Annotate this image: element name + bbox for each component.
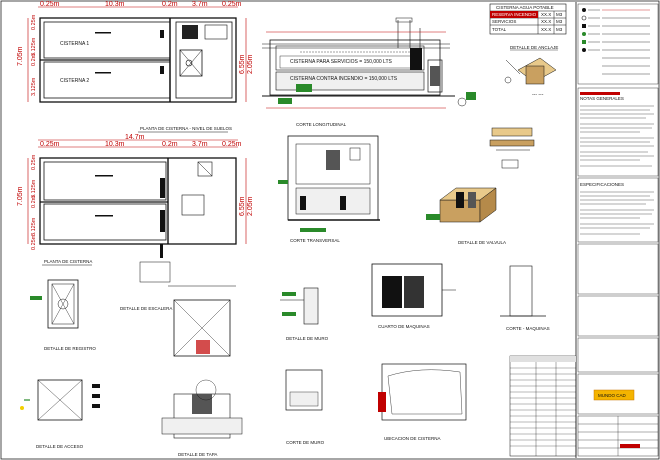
anclaje-title: DETALLE DE ANCLAJE <box>510 45 558 50</box>
section-longitudinal: CISTERNA PARA SERVICIOS = 150,000 LTS CI… <box>262 17 476 127</box>
legend-symbols <box>581 8 650 75</box>
dim-mid-left-a: 0.25m <box>31 154 37 170</box>
muro-corte-title: CORTE DE MURO <box>286 440 325 445</box>
tapa-title: DETALLE DE TAPA <box>178 452 217 457</box>
dim-mid-top-4: 3.7m <box>192 141 208 148</box>
table-row-2-value: XX.X <box>541 19 551 24</box>
notes-title: NOTAS GENERALES <box>580 96 624 101</box>
table-row-1-value: XX.X <box>541 12 551 17</box>
dim-top-1: 0.25m <box>40 1 60 8</box>
plan-mid-title: PLANTA DE CISTERNA <box>44 259 92 264</box>
table-row-1-label: RESERVA INCENDIO <box>492 12 537 17</box>
room-cisterna-2: CISTERNA 2 <box>60 78 89 84</box>
transversal-title: CORTE TRANSVERSAL <box>290 238 340 243</box>
dim-top-5: 0.25m <box>222 1 242 8</box>
dim-mid-total: 14.7m <box>125 134 145 141</box>
table-row-3-label: TOTAL <box>492 27 507 32</box>
dim-mid-right-b: 2.05m <box>247 196 254 216</box>
logo-badge <box>593 389 635 401</box>
dim-mid-top-3: 0.2m <box>162 141 178 148</box>
valvula-title: DETALLE DE VALVULA <box>458 240 506 245</box>
dim-left-d: 3.125m <box>31 77 37 96</box>
dim-right-b: 2.05m <box>247 54 254 74</box>
dim-mid-left-c: 0.2m <box>31 195 37 208</box>
ubicacion-title: UBICACION DE CISTERNA <box>384 436 441 441</box>
escalera-title: DETALLE DE ESCALERA <box>120 306 172 311</box>
table-row-3-value: XX.X <box>541 27 551 32</box>
dim-mid-left-d: 3.125m <box>31 217 37 236</box>
table-row-2-label: SERVICIOS <box>492 19 516 24</box>
dim-top-2: 10.3m <box>105 1 125 8</box>
table-row-3-unit: M3 <box>556 27 563 32</box>
dim-mid-left-e: 0.25m <box>31 234 37 250</box>
room-cisterna-1: CISTERNA 1 <box>60 41 89 47</box>
section-note-2: CISTERNA CONTRA INCENDIO = 150,000 LTS <box>290 76 398 82</box>
section-note-1: CISTERNA PARA SERVICIOS = 150,000 LTS <box>290 59 393 65</box>
muro-title: DETALLE DE MURO <box>286 336 329 341</box>
dim-mid-top-5: 0.25m <box>222 141 242 148</box>
section-transversal: CORTE TRANSVERSAL <box>278 135 380 243</box>
registro-title: DETALLE DE REGISTRO <box>44 346 96 351</box>
detail-valvula: DETALLE DE VALVULA <box>426 187 506 245</box>
detail-tuberia <box>489 127 535 169</box>
spec-title: ESPECIFICACIONES <box>580 182 624 187</box>
detail-muro: DETALLE DE MURO CORTE DE MURO <box>280 287 329 445</box>
table-agua-potable: CISTERNA AGUA POTABLE RESERVA INCENDIO X… <box>489 3 567 35</box>
detail-acceso: DETALLE DE ACCESO <box>20 379 100 449</box>
detail-anclaje: DETALLE DE ANCLAJE --- --- <box>504 45 558 98</box>
dim-mid-top-2: 10.3m <box>105 141 125 148</box>
dim-right-a: 6.55m <box>239 54 246 74</box>
acceso-title: DETALLE DE ACCESO <box>36 444 84 449</box>
svg-text:--- ---: --- --- <box>532 92 544 98</box>
plan-mid: 14.7m 0.25m 10.3m 0.2m 3.7m 0.25m 7.05m … <box>17 134 254 266</box>
plan-top-title: PLANTA DE CISTERNA - NIVEL DE SUELOS <box>140 126 232 131</box>
detail-tapa: DETALLE DE ESCALERA DETALLE DE TAPA <box>120 261 243 457</box>
side-panel: NOTAS GENERALES ESPECIFICACIONES MUNDO C… <box>575 2 659 458</box>
schedule-table <box>509 355 577 457</box>
dim-mid-left-total: 7.05m <box>17 186 24 206</box>
dim-left-a: 0.25m <box>31 14 37 30</box>
dim-mid-right-a: 6.55m <box>239 196 246 216</box>
detail-cuarto: CUARTO DE MAQUINAS CORTE - MAQUINAS <box>371 263 550 331</box>
dim-mid-top-1: 0.25m <box>40 141 60 148</box>
dim-left-c: 0.2m <box>31 53 37 66</box>
table-title: CISTERNA AGUA POTABLE <box>496 5 554 10</box>
table-row-2-unit: M3 <box>556 19 563 24</box>
detail-ubicacion: UBICACION DE CISTERNA <box>378 363 467 441</box>
dim-top-4: 3.7m <box>192 1 208 8</box>
plan-top: 0.25m 10.3m 0.2m 3.7m 0.25m CISTERNA 1 C… <box>17 1 254 133</box>
section-title: CORTE LONGITUDINAL <box>296 122 347 127</box>
dim-left-b: 3.125m <box>31 37 37 56</box>
cuarto-corte-title: CORTE - MAQUINAS <box>506 326 550 331</box>
detail-registro: DETALLE DE REGISTRO <box>30 279 96 351</box>
dim-left-total: 7.05m <box>17 46 24 66</box>
logo-text: MUNDO CAD <box>598 393 626 398</box>
dim-top-3: 0.2m <box>162 1 178 8</box>
cuarto-title: CUARTO DE MAQUINAS <box>378 324 430 329</box>
dim-mid-left-b: 3.125m <box>31 179 37 198</box>
table-row-1-unit: M3 <box>556 12 563 17</box>
